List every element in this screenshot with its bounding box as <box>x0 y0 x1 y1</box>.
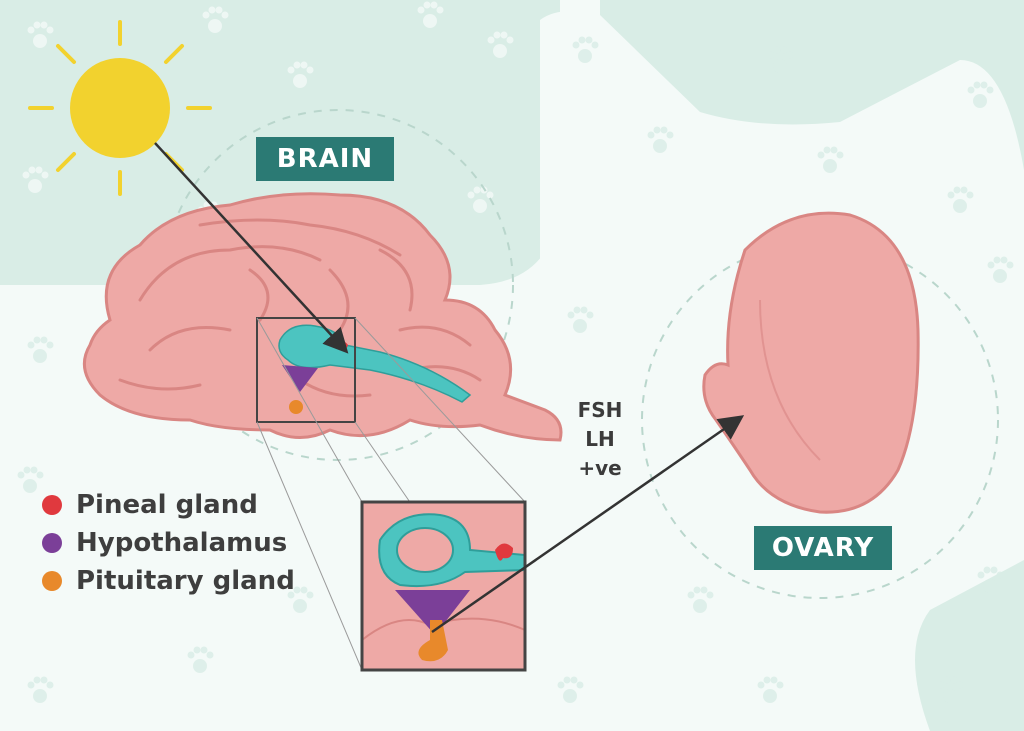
brain-zoom-box <box>256 317 356 423</box>
pituitary-dot-icon <box>42 571 62 591</box>
ovary-illustration <box>702 211 920 514</box>
legend-label: Pituitary gland <box>76 566 295 596</box>
inset-brain-detail <box>360 500 527 672</box>
legend-item-pituitary: Pituitary gland <box>42 562 295 600</box>
pineal-dot-icon <box>42 495 62 515</box>
hormone-positive: +ve <box>578 456 622 480</box>
brain-tag-bg <box>256 137 394 181</box>
hormone-arrow <box>431 415 745 634</box>
ovary-tag-bg <box>754 526 892 570</box>
ovary-label: OVARY <box>771 533 875 563</box>
hypothalamus-dot-icon <box>42 533 62 553</box>
legend-label: Pineal gland <box>76 490 258 520</box>
hormone-lh: LH <box>585 427 615 451</box>
legend-item-pineal: Pineal gland <box>42 486 295 524</box>
legend: Pineal gland Hypothalamus Pituitary glan… <box>42 486 295 600</box>
sunlight-arrow <box>154 142 349 354</box>
legend-label: Hypothalamus <box>76 528 288 558</box>
hormone-fsh: FSH <box>577 398 623 422</box>
mint-background-right <box>600 0 1024 170</box>
brain-label: BRAIN <box>276 144 374 174</box>
hormone-labels: FSH LH +ve <box>560 396 640 483</box>
legend-item-hypothalamus: Hypothalamus <box>42 524 295 562</box>
sun-icon <box>28 20 212 196</box>
